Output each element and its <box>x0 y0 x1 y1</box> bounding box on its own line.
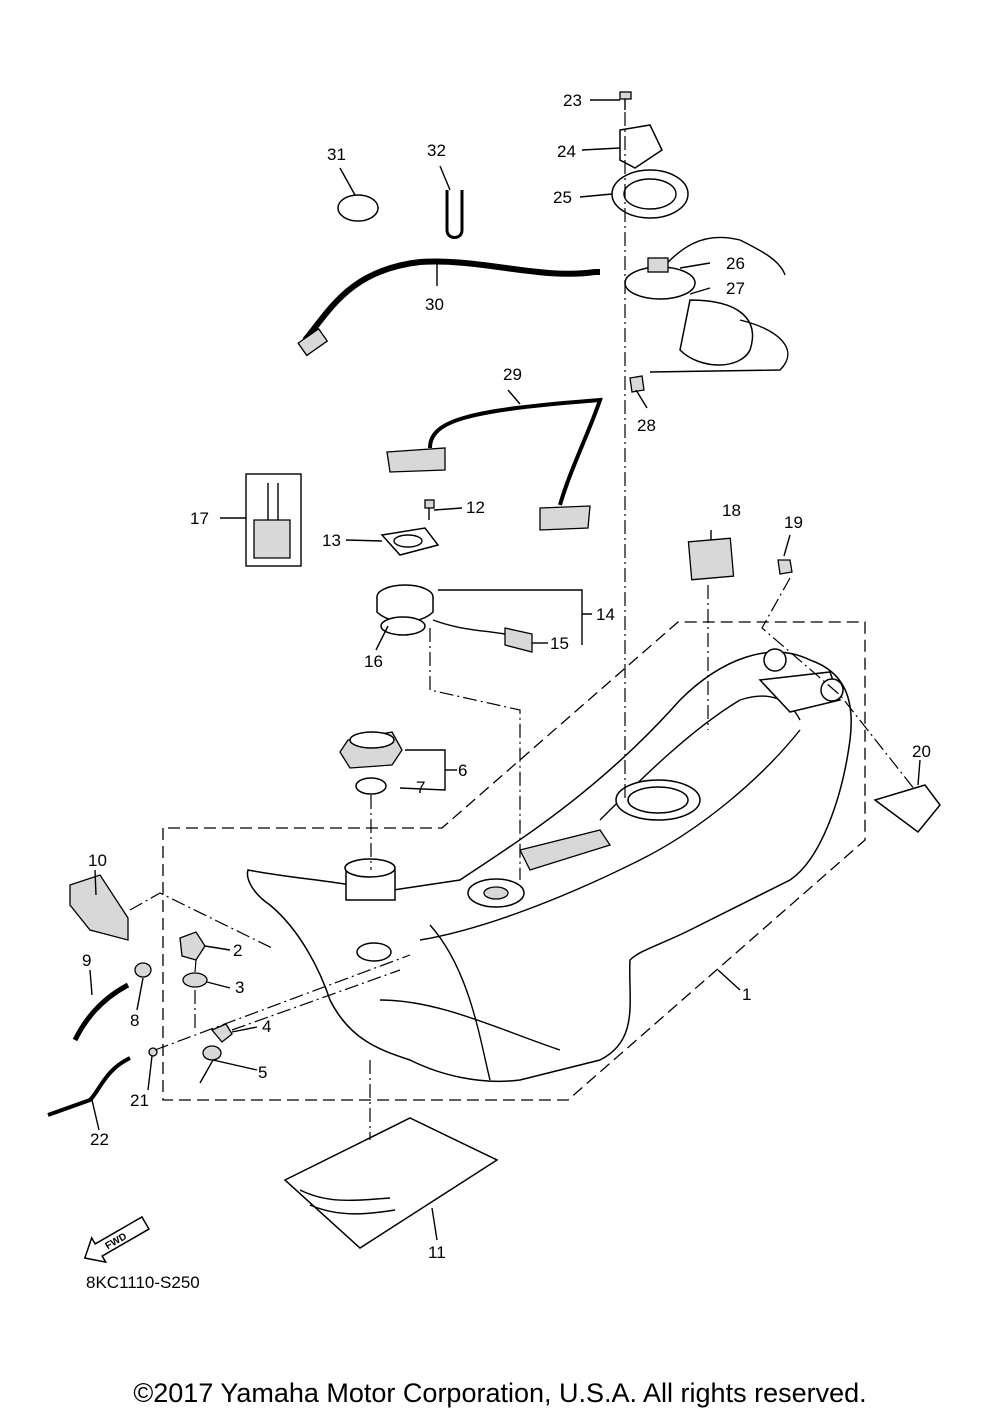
callout-32: 32 <box>427 141 446 160</box>
callout-31: 31 <box>327 145 346 164</box>
hose-22 <box>47 1056 131 1117</box>
callout-14: 14 <box>596 605 615 624</box>
label-18 <box>687 537 735 581</box>
hose-9 <box>72 982 130 1042</box>
fwd-arrow-icon: FWD <box>83 1215 150 1264</box>
band-32 <box>445 190 464 239</box>
callout-8: 8 <box>130 1011 139 1030</box>
strainer-27 <box>649 299 789 373</box>
callout-16: 16 <box>364 652 383 671</box>
callout-25: 25 <box>553 188 572 207</box>
screw-23 <box>619 91 632 110</box>
callout-1: 1 <box>742 985 751 1004</box>
callout-17: 17 <box>190 509 209 528</box>
filler-neck <box>344 858 396 962</box>
callout-6: 6 <box>458 761 467 780</box>
callout-13: 13 <box>322 531 341 550</box>
bracket-20 <box>873 784 941 834</box>
callout-21: 21 <box>130 1091 149 1110</box>
callout-22: 22 <box>90 1130 109 1149</box>
fwd-label: FWD <box>104 1231 129 1252</box>
callout-10: 10 <box>88 851 107 870</box>
nut-19 <box>777 559 793 575</box>
fitting-2 <box>179 931 206 961</box>
level-sender-17 <box>245 473 302 567</box>
pad-10 <box>69 874 129 941</box>
callout-23: 23 <box>563 91 582 110</box>
callout-3: 3 <box>235 978 244 997</box>
hose-30 <box>302 258 600 342</box>
callout-7: 7 <box>416 778 425 797</box>
fuel-tank-1 <box>246 648 852 1083</box>
callout-28: 28 <box>637 416 656 435</box>
mat-11 <box>283 1117 499 1249</box>
alignment-lines <box>129 112 916 1140</box>
hose-assy-29 <box>386 397 603 531</box>
clamp-31 <box>337 194 379 222</box>
callout-26: 26 <box>726 254 745 273</box>
callout-2: 2 <box>233 941 242 960</box>
grommet-3 <box>182 972 208 988</box>
leader-lines <box>89 99 921 1241</box>
filler-cap-6 <box>339 731 403 769</box>
callout-30: 30 <box>425 295 444 314</box>
grommet-5 <box>202 1045 222 1061</box>
pump-unit-26 <box>624 236 786 300</box>
bolt-12 <box>424 499 435 520</box>
gasket-13 <box>380 527 440 556</box>
callout-19: 19 <box>784 513 803 532</box>
callout-12: 12 <box>466 498 485 517</box>
callout-4: 4 <box>262 1017 271 1036</box>
o-ring-7 <box>355 777 387 795</box>
assembly-frame <box>162 621 866 1101</box>
callout-11: 11 <box>428 1243 446 1262</box>
callout-24: 24 <box>557 142 576 161</box>
diagram-code: 8KC1110-S250 <box>86 1273 200 1292</box>
callout-5: 5 <box>258 1063 267 1082</box>
fuel-pump-14 <box>376 584 533 653</box>
callout-15: 15 <box>550 634 569 653</box>
nut-28 <box>629 375 645 393</box>
callout-labels: 1 2 3 4 5 6 7 8 9 10 11 12 13 14 15 16 1… <box>82 91 931 1262</box>
cover-24 <box>619 124 663 169</box>
callout-20: 20 <box>912 742 931 761</box>
fitting-4 <box>210 1023 233 1043</box>
callout-29: 29 <box>503 365 522 384</box>
copyright-notice: ©2017 Yamaha Motor Corporation, U.S.A. A… <box>133 1378 867 1408</box>
callout-9: 9 <box>82 951 91 970</box>
callout-27: 27 <box>726 279 745 298</box>
callout-18: 18 <box>722 501 741 520</box>
clip-8 <box>134 962 152 978</box>
